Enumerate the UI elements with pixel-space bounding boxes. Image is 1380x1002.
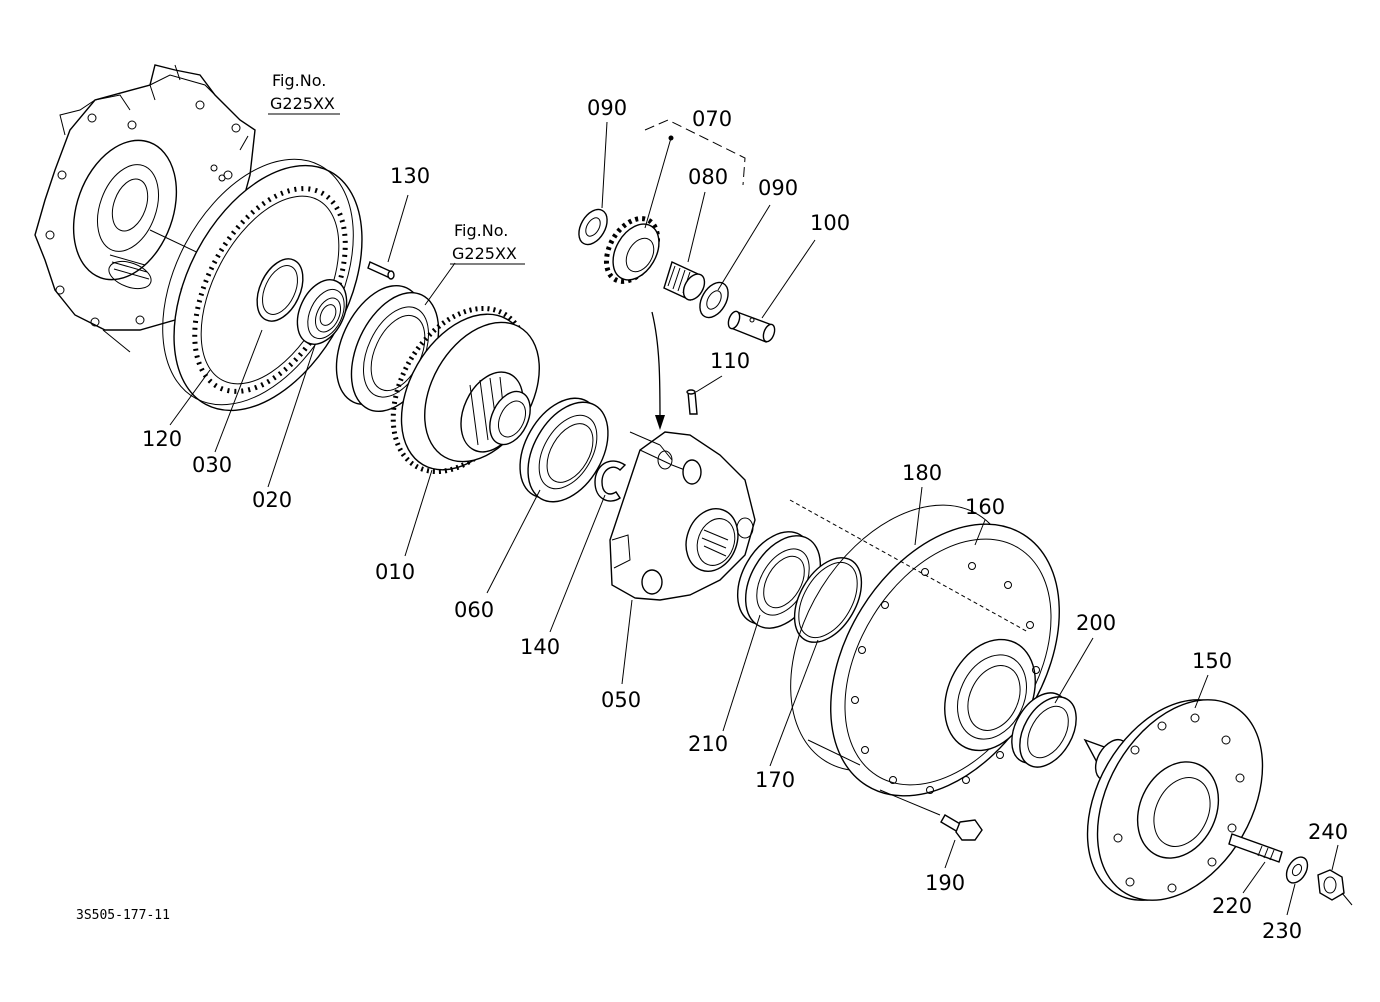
pin-110 — [686, 389, 698, 415]
part-label-170: 170 — [755, 768, 795, 792]
figure-ref-upper: Fig.No. G225XX — [268, 71, 340, 115]
bevel-gear-010 — [390, 305, 540, 475]
assembly-arrow-icon — [655, 415, 665, 430]
reference-code: 3S505-177-11 — [76, 908, 170, 923]
part-label-200: 200 — [1076, 611, 1116, 635]
part-label-090b: 090 — [758, 176, 798, 200]
part-label-160: 160 — [965, 495, 1005, 519]
bearing-020 — [296, 279, 348, 345]
part-label-010: 010 — [375, 560, 415, 584]
thrust-washer-090b — [699, 281, 729, 319]
nut-240 — [1317, 869, 1345, 901]
pin-130 — [367, 261, 395, 280]
part-label-240: 240 — [1308, 820, 1348, 844]
part-label-090a: 090 — [587, 96, 627, 120]
part-label-180: 180 — [902, 461, 942, 485]
part-label-210: 210 — [688, 732, 728, 756]
part-label-110: 110 — [710, 349, 750, 373]
planet-shaft-100 — [727, 310, 776, 343]
cover-160 — [790, 504, 1060, 797]
part-label-150: 150 — [1192, 649, 1232, 673]
part-label-100: 100 — [810, 211, 850, 235]
bolt-190 — [940, 814, 983, 841]
planet-gear-070 — [603, 216, 661, 284]
part-label-030: 030 — [192, 453, 232, 477]
figure-ref-upper-line1: Fig.No. — [272, 71, 326, 90]
planet-carrier-050 — [609, 431, 756, 601]
part-label-220: 220 — [1212, 894, 1252, 918]
part-label-070: 070 — [692, 107, 732, 131]
part-label-230: 230 — [1262, 919, 1302, 943]
part-label-060: 060 — [454, 598, 494, 622]
part-labels: 090 070 080 090 100 130 110 120 030 020 … — [142, 96, 1348, 943]
bearing-060 — [519, 397, 609, 503]
figure-ref-middle: Fig.No. G225XX — [450, 221, 525, 265]
stud-bolt-220 — [1228, 833, 1283, 863]
figure-ref-middle-line1: Fig.No. — [454, 221, 508, 240]
part-label-120: 120 — [142, 427, 182, 451]
part-label-140: 140 — [520, 635, 560, 659]
washer-230 — [1285, 856, 1309, 884]
leader-lines — [169, 121, 1353, 916]
o-ring-170 — [793, 557, 863, 643]
needle-bearing-080 — [663, 261, 706, 301]
figure-ref-middle-line2: G225XX — [452, 244, 517, 263]
oil-seal-200 — [1011, 692, 1077, 768]
flange-150 — [1083, 699, 1264, 901]
thrust-washer-090a — [578, 208, 608, 246]
figure-ref-upper-line2: G225XX — [270, 94, 335, 113]
snap-ring-140 — [594, 460, 627, 502]
part-label-190: 190 — [925, 871, 965, 895]
shim-030 — [256, 258, 304, 322]
part-label-130: 130 — [390, 164, 430, 188]
part-label-080: 080 — [688, 165, 728, 189]
part-label-020: 020 — [252, 488, 292, 512]
assembly-bracket-070 — [644, 119, 746, 430]
part-label-050: 050 — [601, 688, 641, 712]
